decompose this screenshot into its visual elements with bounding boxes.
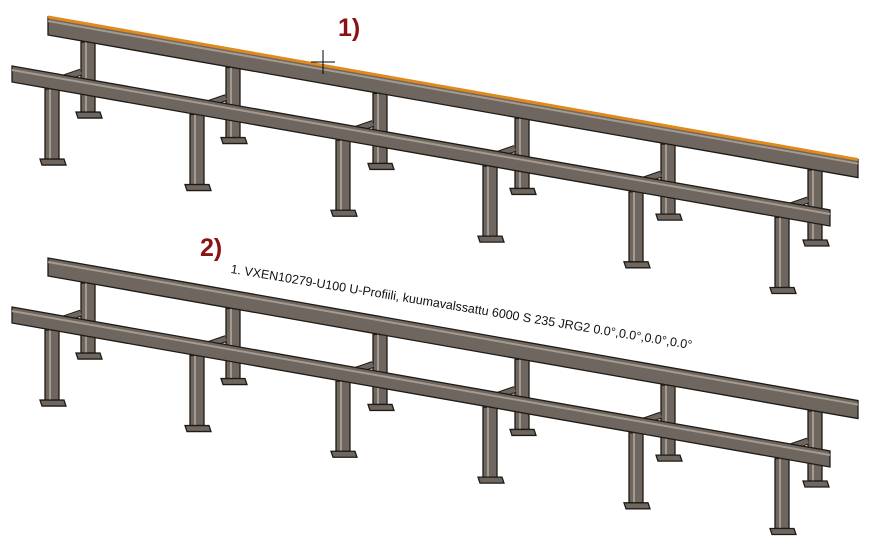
callout-1: 1) <box>338 14 361 42</box>
leg-column <box>189 113 205 186</box>
base-plate <box>655 213 683 221</box>
base-plate <box>184 424 212 433</box>
leg-column <box>660 384 676 456</box>
base-plate <box>330 209 358 217</box>
frame-1[interactable] <box>11 15 859 295</box>
base-plate <box>769 286 797 295</box>
base-plate <box>220 136 248 145</box>
front-rail-flange <box>11 69 831 215</box>
base-plate <box>330 450 358 458</box>
base-plate <box>39 399 67 407</box>
base-plate <box>623 261 651 269</box>
leg-column <box>335 380 351 452</box>
base-plate <box>509 187 537 196</box>
frame-2[interactable] <box>11 257 859 536</box>
leg-column <box>774 216 790 289</box>
leg-column <box>80 41 96 113</box>
base-plate <box>75 111 103 119</box>
leg-column <box>628 432 644 504</box>
leg-column <box>482 165 498 237</box>
leg-column <box>514 358 530 431</box>
leg-column <box>774 457 790 530</box>
base-plate <box>367 162 395 171</box>
base-plate <box>509 428 537 437</box>
leg-column <box>372 92 388 165</box>
base-plate <box>39 158 67 166</box>
leg-column <box>807 410 823 482</box>
leg-column <box>44 88 60 160</box>
base-plate <box>623 502 651 510</box>
leg-column <box>628 191 644 263</box>
base-plate <box>477 476 505 484</box>
base-plate <box>802 480 830 488</box>
leg-column <box>80 282 96 354</box>
leg-column <box>335 139 351 211</box>
base-plate <box>220 377 248 386</box>
selection-highlight <box>47 15 859 162</box>
leg-column <box>225 66 241 139</box>
leg-column <box>482 406 498 478</box>
leg-column <box>189 354 205 427</box>
base-plate <box>367 403 395 412</box>
leg-column <box>660 143 676 215</box>
leg-column <box>225 307 241 380</box>
leg-column <box>807 169 823 241</box>
base-plate <box>477 235 505 243</box>
base-plate <box>769 527 797 536</box>
back-rail-flange <box>47 261 859 406</box>
leg-column <box>44 329 60 401</box>
back-rail-flange <box>47 20 859 165</box>
base-plate <box>75 352 103 360</box>
base-plate <box>655 454 683 462</box>
base-plate <box>184 183 212 192</box>
front-rail-flange <box>11 310 831 456</box>
base-plate <box>802 239 830 247</box>
leg-column <box>372 333 388 406</box>
leg-column <box>514 117 530 190</box>
callout-2: 2) <box>200 234 223 262</box>
